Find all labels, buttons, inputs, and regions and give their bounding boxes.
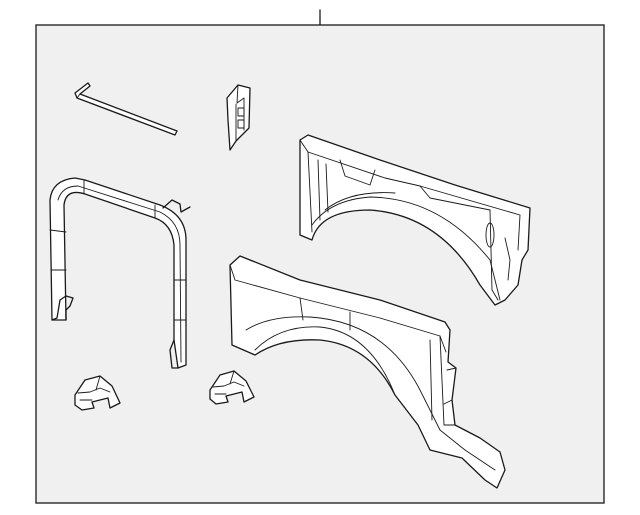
tube-frame xyxy=(49,177,191,369)
rod-bracket xyxy=(74,82,178,136)
lower-quarter-panel xyxy=(229,255,506,489)
right-mount-block xyxy=(209,370,255,405)
small-inner-bracket xyxy=(226,84,251,151)
left-mount-block xyxy=(74,375,121,411)
upper-wheelhouse-panel xyxy=(299,134,531,306)
